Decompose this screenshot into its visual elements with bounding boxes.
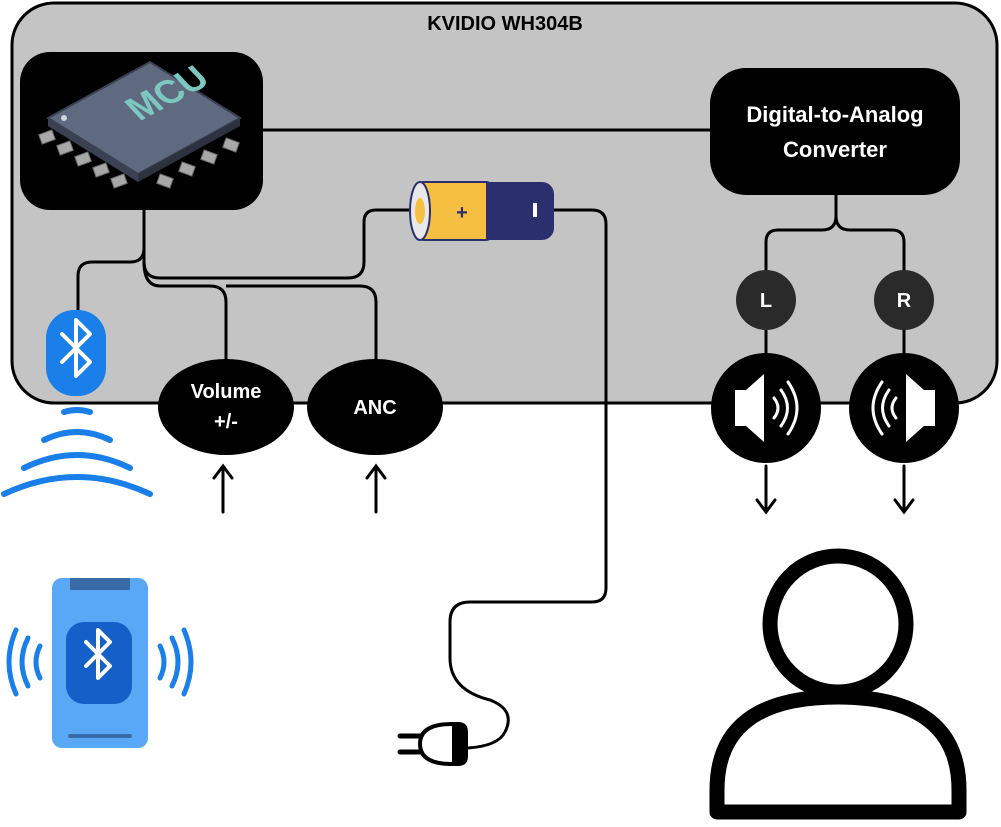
battery-plus-label: + — [456, 202, 468, 224]
smartphone-bluetooth-icon — [6, 578, 194, 748]
anc-control: ANC — [307, 359, 443, 455]
volume-label-line2: +/- — [214, 411, 238, 433]
speaker-right-icon — [849, 353, 959, 463]
wire-dac-split — [764, 195, 906, 272]
left-output-arrow — [755, 464, 777, 515]
left-channel-node: L — [736, 270, 796, 330]
right-output-arrow — [893, 464, 915, 515]
dac-box — [710, 68, 960, 195]
input-arrows — [212, 463, 387, 514]
volume-control: Volume +/- — [158, 359, 294, 455]
wire-mcu-volume — [142, 261, 228, 362]
anc-input-arrow — [365, 463, 387, 514]
speaker-left-icon — [711, 353, 821, 463]
right-channel-node: R — [874, 270, 934, 330]
output-arrows — [755, 464, 915, 515]
power-plug-icon — [397, 722, 468, 766]
user-icon — [709, 548, 967, 820]
dac-label-line1: Digital-to-Analog — [746, 102, 923, 127]
volume-label-line1: Volume — [191, 381, 262, 403]
bluetooth-icon — [46, 310, 106, 396]
mcu-block: MCU — [20, 52, 263, 210]
wire-mcu-anc — [226, 284, 378, 362]
device-title: KVIDIO WH304B — [427, 13, 583, 35]
dac-label-line2: Converter — [783, 137, 887, 162]
anc-label: ANC — [353, 397, 396, 419]
dac-block: Digital-to-Analog Converter — [710, 68, 960, 195]
wire-mcu-battery — [142, 208, 415, 280]
battery-icon: + — [409, 181, 554, 241]
right-channel-label: R — [897, 290, 912, 312]
left-channel-label: L — [760, 290, 772, 312]
volume-input-arrow — [212, 463, 234, 514]
wire-battery-plug — [448, 208, 608, 750]
bluetooth-signal-waves — [1, 407, 153, 497]
connection-wires — [76, 128, 906, 750]
